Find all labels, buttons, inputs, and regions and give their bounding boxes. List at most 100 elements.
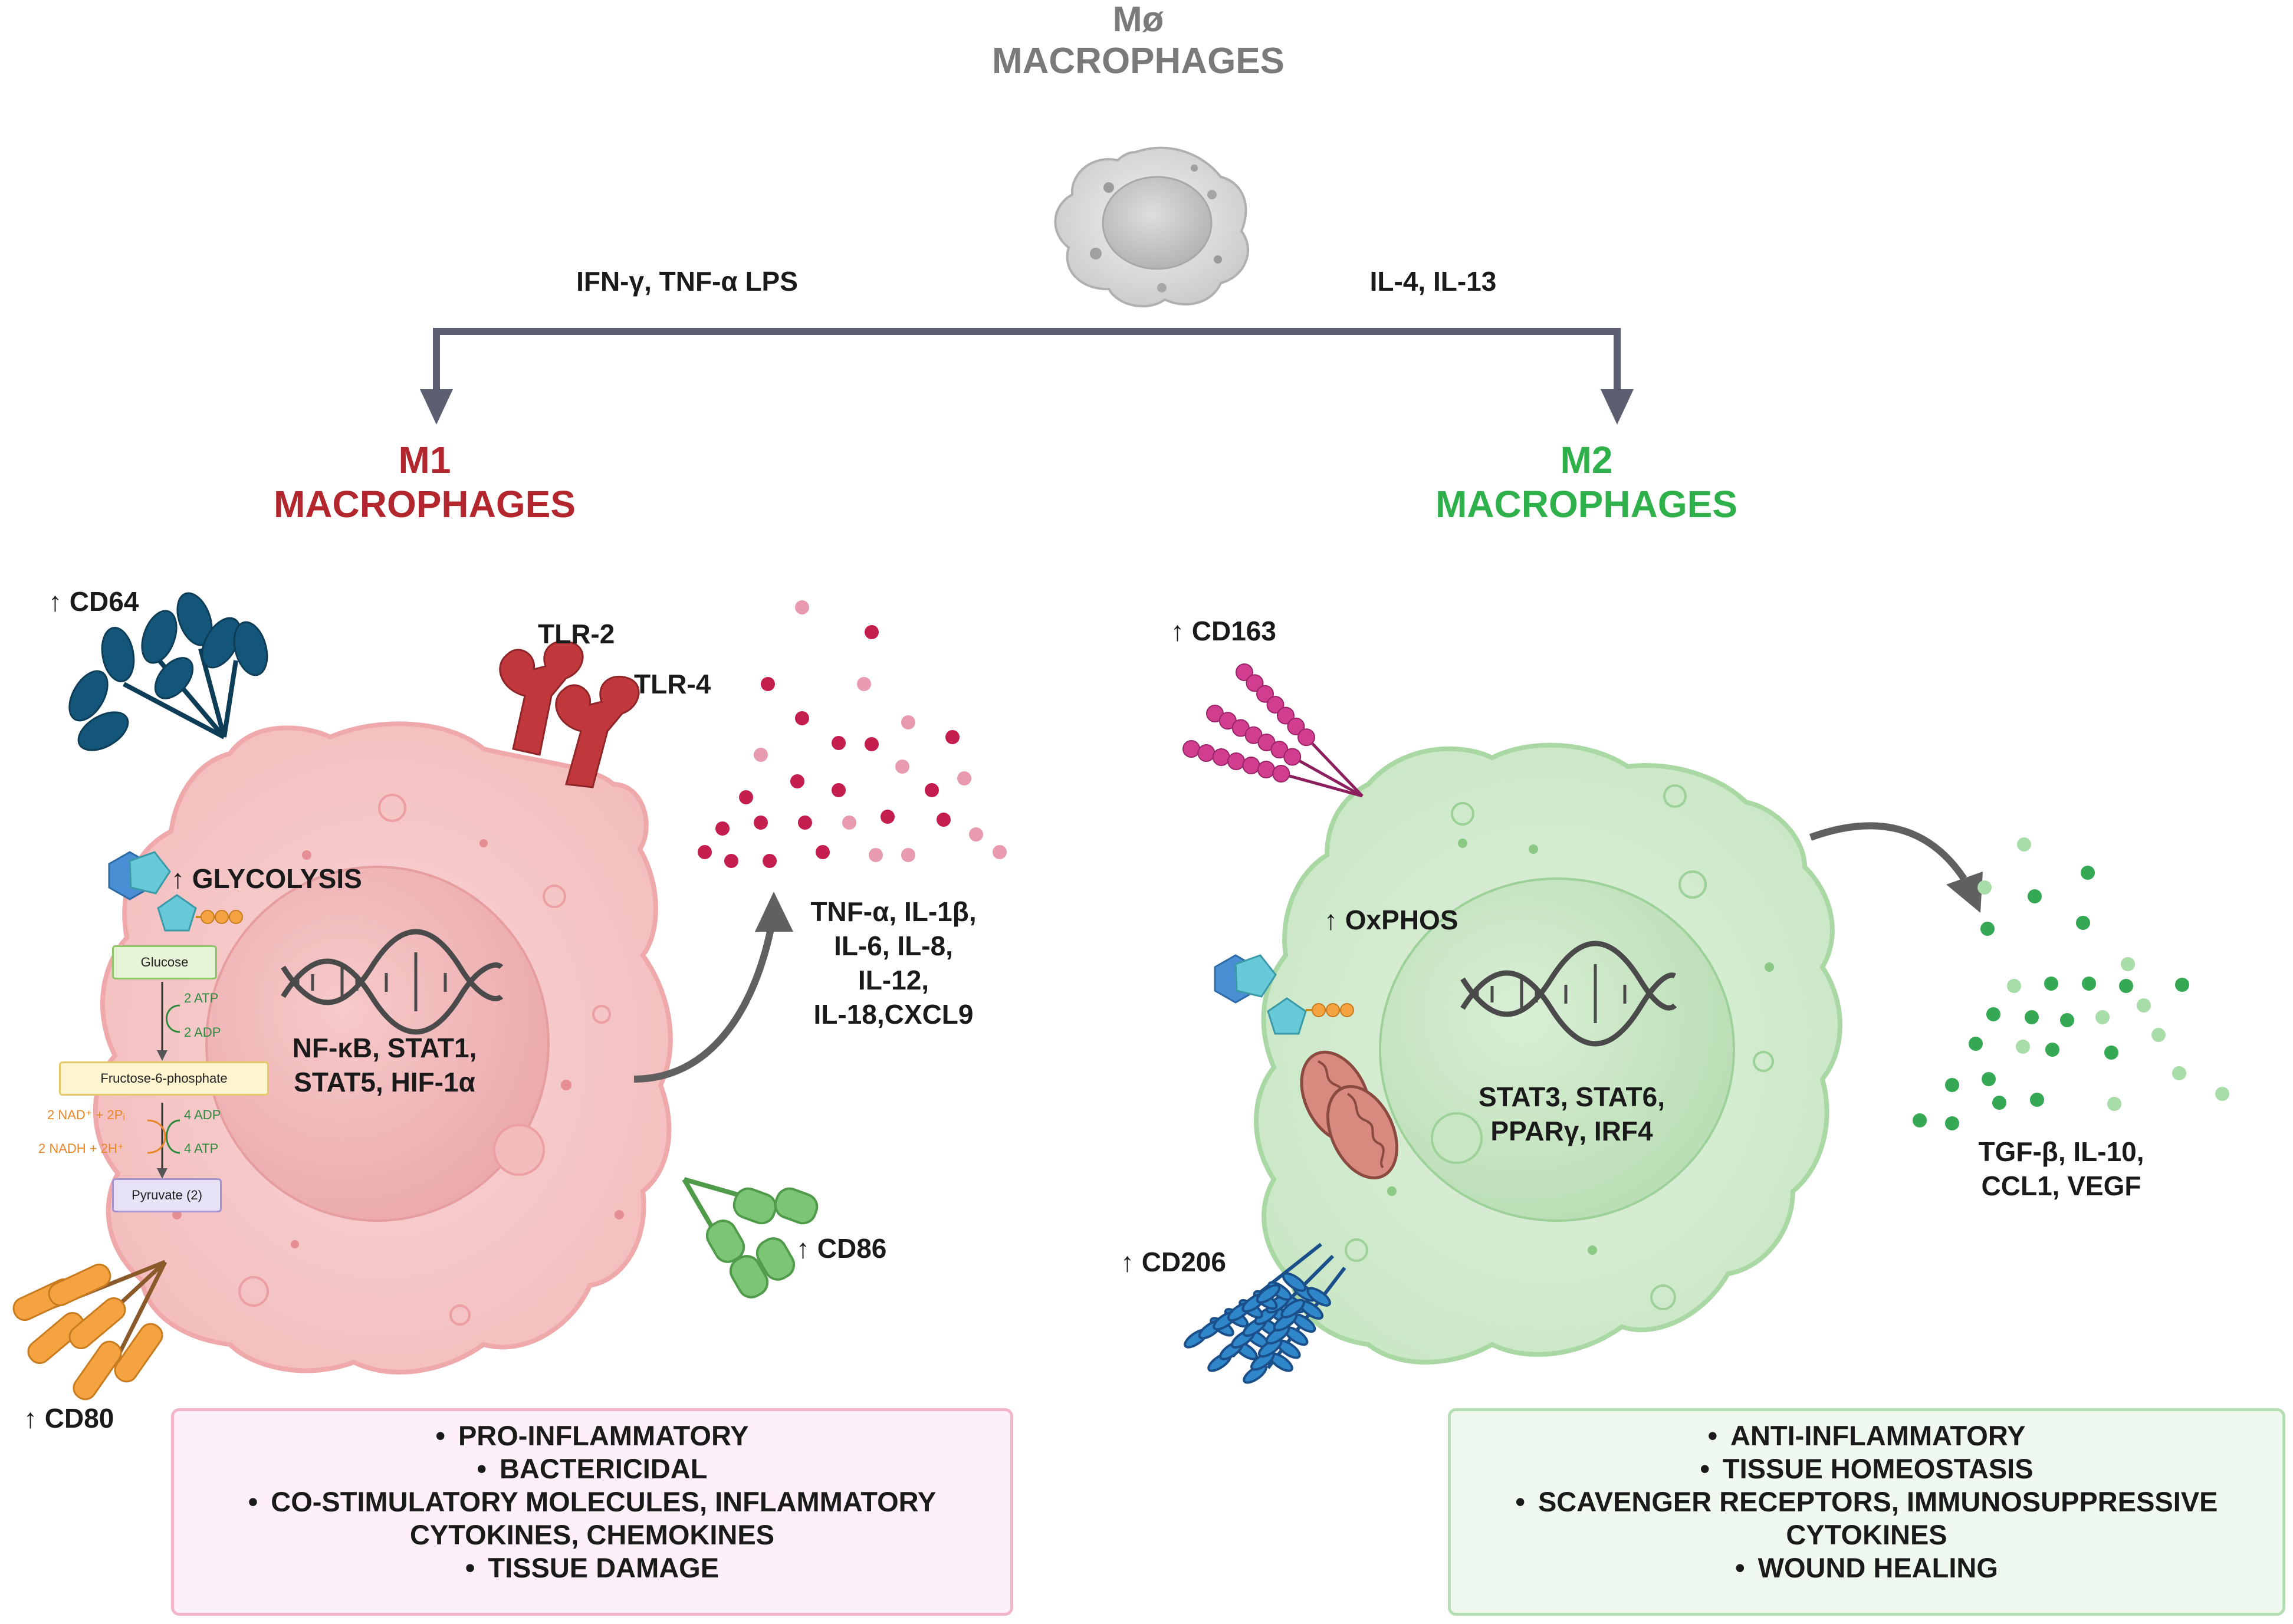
atp-output-label: 4 ATP bbox=[184, 1141, 219, 1156]
m1-summary-item: TISSUE DAMAGE bbox=[186, 1551, 998, 1584]
cytokine-dot bbox=[832, 736, 846, 750]
m1-tf-line1: NF-κB, STAT1, bbox=[292, 1033, 477, 1063]
cd86-label: ↑ CD86 bbox=[796, 1233, 887, 1264]
m2-polarizing-signals: IL-4, IL-13 bbox=[1369, 266, 1497, 297]
cd163-bead bbox=[1297, 728, 1315, 747]
cytokine-dot bbox=[1945, 1116, 1959, 1130]
cytokine-dot bbox=[2172, 1066, 2186, 1080]
cd86-receptor-icon bbox=[682, 1177, 819, 1298]
m1-dna-icon bbox=[281, 929, 504, 1035]
cytokine-dot bbox=[895, 760, 909, 774]
cytokine-dot bbox=[2107, 1097, 2121, 1111]
cytokine-dot bbox=[1969, 1037, 1983, 1051]
cd163-bead bbox=[1212, 748, 1230, 766]
header-title: MACROPHAGES bbox=[991, 41, 1285, 81]
cytokine-dot bbox=[865, 737, 879, 751]
m1-summary-item: PRO-INFLAMMATORY bbox=[186, 1419, 998, 1452]
cd206-receptor-icon bbox=[1184, 1242, 1346, 1384]
mitochondria-icon bbox=[1300, 1050, 1398, 1179]
cytokine-dot bbox=[761, 677, 775, 691]
m1-tf-line2: STAT5, HIF-1α bbox=[294, 1067, 475, 1097]
cytokine-dot bbox=[2030, 1093, 2044, 1107]
cd163-bead bbox=[1277, 706, 1295, 725]
cd64-label: ↑ CD64 bbox=[48, 586, 139, 617]
cytokine-dot bbox=[2151, 1028, 2166, 1042]
fructose-6-phosphate-box: Fructose-6-phosphate bbox=[59, 1061, 269, 1096]
cytokine-dot bbox=[2028, 889, 2042, 903]
cytokine-dot bbox=[2044, 977, 2058, 991]
cd64-receptor-icon bbox=[68, 592, 268, 751]
cytokine-dot bbox=[795, 711, 809, 725]
m2-dna-icon bbox=[1460, 941, 1677, 1047]
cytokine-dot bbox=[832, 783, 846, 797]
m1-cytokines-line2: IL-6, IL-8, bbox=[834, 931, 953, 961]
cd163-bead bbox=[1246, 674, 1264, 692]
tlr-receptor-icon bbox=[499, 640, 640, 788]
cytokine-dot bbox=[1977, 880, 1992, 895]
nad-input-label: 2 NAD⁺ + 2Pᵢ bbox=[47, 1107, 125, 1122]
cytokine-dot bbox=[2007, 979, 2021, 993]
cytokine-dot bbox=[2081, 866, 2095, 880]
cd163-receptor-icon bbox=[1182, 663, 1364, 798]
m2-glucose-molecule-icon bbox=[1214, 954, 1354, 1035]
cytokine-dot bbox=[816, 845, 830, 859]
m2-title-line1: M2 bbox=[1560, 439, 1613, 481]
cytokine-dot bbox=[2025, 1010, 2039, 1024]
cytokine-dot bbox=[2215, 1087, 2229, 1101]
cytokine-dot bbox=[2104, 1046, 2118, 1060]
cytokine-dot bbox=[754, 748, 768, 762]
cytokine-dot bbox=[937, 813, 951, 827]
cd163-bead bbox=[1272, 765, 1290, 783]
cytokine-dot bbox=[763, 854, 777, 868]
cd80-label: ↑ CD80 bbox=[24, 1403, 114, 1434]
m1-summary-item: CYTOKINES, CHEMOKINES bbox=[409, 1519, 775, 1550]
cd163-bead bbox=[1227, 752, 1246, 770]
cytokine-dot bbox=[1980, 922, 1995, 936]
glycolysis-pathway-arrows bbox=[147, 982, 180, 1179]
m2-summary-item: SCAVENGER RECEPTORS, IMMUNOSUPPRESSIVE bbox=[1463, 1485, 2271, 1518]
cytokine-dot bbox=[2095, 1010, 2110, 1024]
cytokine-dot bbox=[2137, 998, 2151, 1012]
cytokine-dot bbox=[865, 625, 879, 639]
resting-macrophage-icon bbox=[1054, 146, 1249, 308]
cd206-leaf bbox=[1256, 1284, 1281, 1304]
cytokine-dot bbox=[925, 783, 939, 797]
nadh-output-label: 2 NADH + 2H⁺ bbox=[38, 1141, 124, 1156]
cytokine-dot bbox=[698, 845, 712, 859]
tlr2-label: TLR-2 bbox=[538, 619, 615, 649]
cd206-leaf bbox=[1282, 1272, 1307, 1292]
cd206-leaf bbox=[1280, 1298, 1305, 1319]
m2-tf-line1: STAT3, STAT6, bbox=[1478, 1081, 1665, 1112]
m1-title-line1: M1 bbox=[398, 439, 451, 481]
cd163-bead bbox=[1266, 696, 1285, 714]
m2-title-line2: MACROPHAGES bbox=[1435, 483, 1738, 525]
header-symbol: Mø bbox=[1112, 0, 1164, 39]
cytokine-dot bbox=[869, 848, 883, 862]
glycolysis-label: ↑ GLYCOLYSIS bbox=[171, 863, 362, 894]
cytokine-dot bbox=[2017, 837, 2031, 852]
cd163-bead bbox=[1242, 757, 1260, 774]
m2-summary-item: TISSUE HOMEOSTASIS bbox=[1463, 1452, 2271, 1485]
m1-cytokine-dots bbox=[698, 600, 1007, 868]
cytokine-dot bbox=[969, 827, 983, 841]
m1-macrophage-cell bbox=[93, 721, 673, 1375]
cd80-receptor-icon bbox=[12, 1260, 167, 1401]
cytokine-dot bbox=[2119, 979, 2133, 993]
glucose-box: Glucose bbox=[112, 945, 217, 979]
cytokine-dot bbox=[798, 816, 812, 830]
m2-cytokines-line1: TGF-β, IL-10, bbox=[1978, 1136, 2144, 1167]
m1-title-line2: MACROPHAGES bbox=[273, 483, 576, 525]
adp-output-label: 2 ADP bbox=[184, 1025, 221, 1040]
m1-secretion-arrow bbox=[633, 919, 776, 1083]
cytokine-dot bbox=[1982, 1072, 1996, 1086]
cd163-bead bbox=[1283, 748, 1302, 766]
m2-summary-item: WOUND HEALING bbox=[1463, 1551, 2271, 1584]
m2-summary-box: ANTI-INFLAMMATORY TISSUE HOMEOSTASIS SCA… bbox=[1448, 1408, 2285, 1616]
cd163-bead bbox=[1236, 663, 1253, 681]
cytokine-dot bbox=[2045, 1043, 2059, 1057]
cd206-label: ↑ CD206 bbox=[1121, 1247, 1226, 1277]
m1-polarizing-signals: IFN-γ, TNF-α LPS bbox=[576, 266, 798, 297]
glucose-molecule-icon bbox=[108, 851, 243, 932]
cytokine-dot bbox=[1913, 1113, 1927, 1127]
cytokine-dot bbox=[739, 790, 753, 804]
